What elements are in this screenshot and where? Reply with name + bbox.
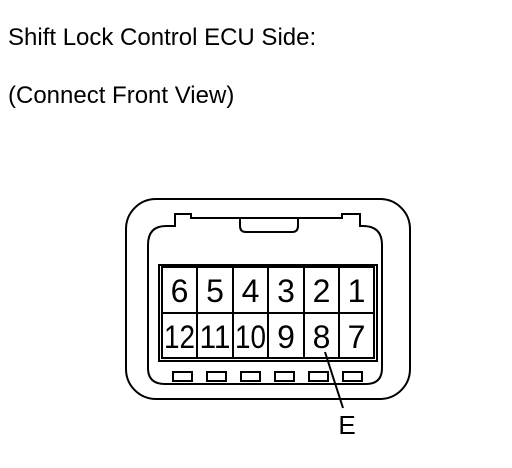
terminal-tab — [172, 371, 193, 382]
connector-latch — [239, 218, 299, 233]
terminal-tab — [342, 371, 363, 382]
diagram-title: Shift Lock Control ECU Side: — [8, 24, 317, 51]
terminal-tab — [240, 371, 261, 382]
pin-number-4: 4 — [242, 273, 260, 309]
pin-8-pointer-line — [324, 351, 344, 409]
terminal-tab — [308, 371, 329, 382]
connector-outer-housing — [125, 198, 411, 400]
pin-number-5: 5 — [206, 273, 224, 309]
pin-number-7: 7 — [348, 319, 366, 355]
terminal-tab — [206, 371, 227, 382]
pin-number-3: 3 — [277, 273, 295, 309]
pin-8-pointer-label: E — [338, 410, 355, 440]
terminal-tab — [274, 371, 295, 382]
pin-number-11: 11 — [200, 319, 231, 355]
diagram-subtitle: (Connect Front View) — [8, 82, 235, 109]
connector-inner-body — [147, 213, 383, 385]
pin-number-1: 1 — [348, 273, 366, 309]
pin-number-6: 6 — [171, 273, 189, 309]
pin-number-8: 8 — [313, 319, 331, 355]
pin-number-10: 10 — [235, 319, 266, 355]
pin-number-9: 9 — [277, 319, 295, 355]
pin-number-12: 12 — [164, 319, 195, 355]
pin-number-2: 2 — [313, 273, 331, 309]
